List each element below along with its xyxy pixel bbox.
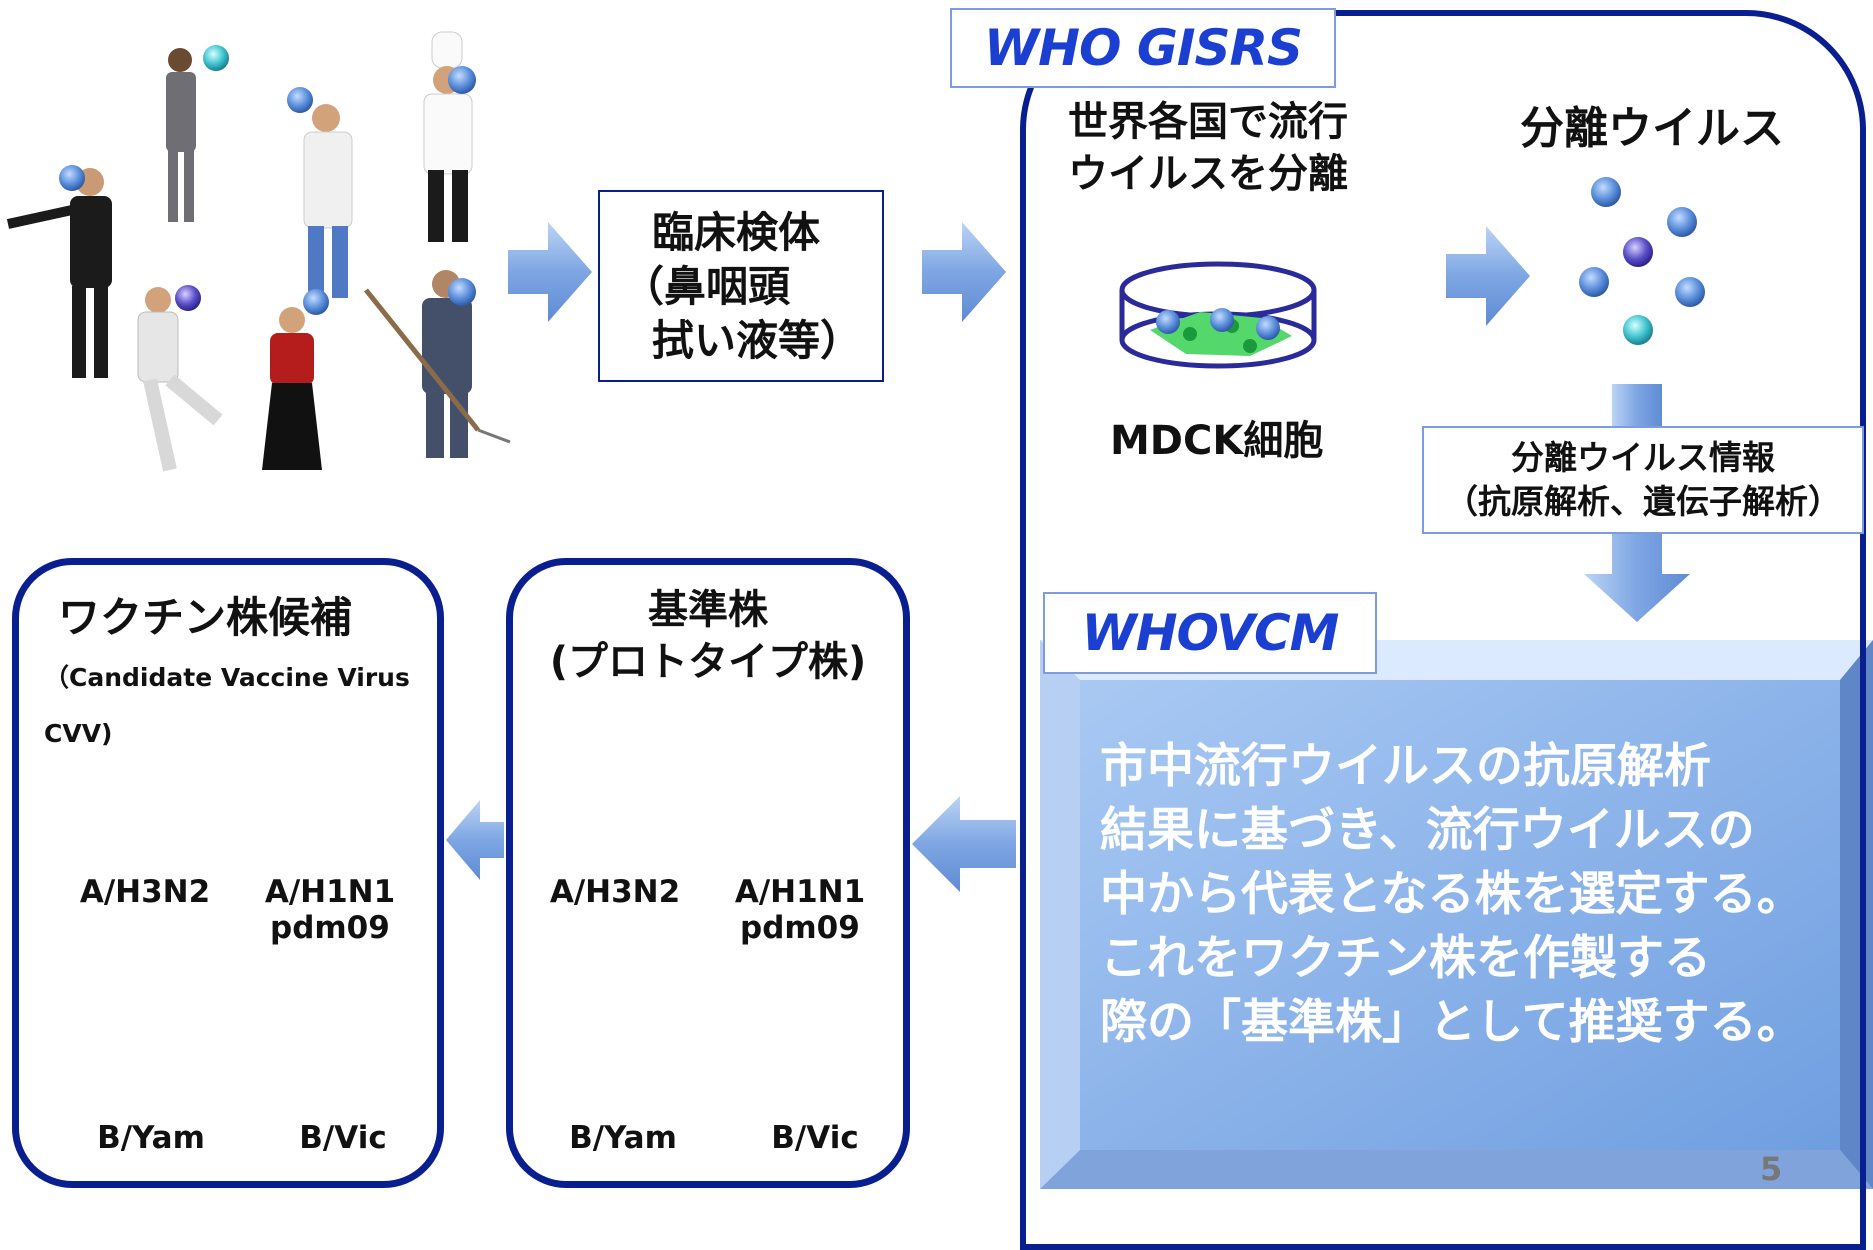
strain-label-line2: pdm09 [740, 910, 860, 946]
isolate-title: 世界各国で流行 ウイルスを分離 [1068, 96, 1348, 200]
virus-icon [1623, 237, 1653, 267]
cvv-strain-label: B/Vic [299, 1120, 387, 1156]
arrow-right-icon [922, 222, 1006, 322]
cvv-strain-label: A/H3N2 [79, 874, 211, 910]
arrow-left-icon [446, 800, 504, 880]
virus-icon [1667, 207, 1697, 237]
arrow-connector [1612, 384, 1662, 428]
virus-icon [448, 278, 476, 306]
virus-icon [1591, 177, 1621, 207]
virus-icon [59, 165, 85, 191]
person-icon [303, 104, 353, 298]
prototype-strain-label: B/Yam [569, 1120, 677, 1156]
isolated-virus-label: 分離ウイルス [1520, 103, 1784, 154]
cvv-strain-label: B/Yam [97, 1120, 205, 1156]
virus-icon [1623, 315, 1653, 345]
people-group [6, 31, 511, 472]
cvv-subtitle: （Candidate Vaccine Virus CVV) [44, 650, 410, 762]
cvv-strain-label: A/H1N1 pdm09 [250, 874, 410, 946]
page-number: 5 [1760, 1150, 1783, 1188]
clinical-line2: （鼻咽頭 [622, 262, 791, 311]
cvv-subtitle-line1: （Candidate Vaccine Virus [44, 663, 410, 692]
vcm-line: 市中流行ウイルスの抗原解析 [1100, 739, 1711, 794]
arrow-right-icon [508, 222, 592, 322]
virus-icon [448, 66, 476, 94]
isolate-title-line2: ウイルスを分離 [1068, 151, 1348, 197]
virus-icon [203, 45, 229, 71]
prototype-title-line2: (プロトタイプ株) [549, 639, 867, 685]
isolate-info-line2: （抗原解析、遺伝子解析） [1445, 482, 1841, 521]
prototype-title-line1: 基準株 [648, 587, 768, 633]
vcm-line: 際の「基準株」として推奨する。 [1100, 995, 1804, 1050]
vcm-title-box: WHOVCM [1043, 592, 1377, 674]
virus-icon [1675, 277, 1705, 307]
clinical-line1: 臨床検体 [652, 208, 821, 257]
clinical-line3: 拭い液等） [652, 316, 863, 365]
strain-label-line2: pdm09 [270, 910, 390, 946]
arrow-down-icon [1584, 534, 1690, 622]
petri-dish-icon [1119, 261, 1317, 369]
gisrs-title-box: WHO GISRS [950, 8, 1336, 88]
person-icon [423, 31, 473, 242]
prototype-strain-box [506, 558, 910, 1188]
person-icon [262, 307, 322, 470]
mdck-label: MDCK細胞 [1110, 418, 1324, 464]
arrow-left-icon [912, 796, 1016, 892]
prototype-strain-label: B/Vic [771, 1120, 859, 1156]
vcm-panel [1040, 640, 1873, 1189]
gisrs-title: WHO GISRS [983, 19, 1303, 77]
clinical-sample-box: 臨床検体 （鼻咽頭 拭い液等） [598, 190, 884, 382]
vcm-line: 結果に基づき、流行ウイルスの [1100, 803, 1755, 858]
cvv-subtitle-line2: CVV) [44, 719, 113, 748]
isolate-info-box: 分離ウイルス情報 （抗原解析、遺伝子解析） [1422, 426, 1864, 534]
virus-icon [303, 289, 329, 315]
person-icon [137, 287, 223, 472]
isolated-viruses-group [1579, 177, 1705, 345]
prototype-title: 基準株 (プロトタイプ株) [506, 584, 910, 688]
vcm-line: 中から代表となる株を選定する。 [1100, 867, 1804, 922]
strain-label-line1: A/H1N1 [734, 874, 866, 910]
vcm-description: 市中流行ウイルスの抗原解析 結果に基づき、流行ウイルスの 中から代表となる株を選… [1100, 735, 1850, 1055]
virus-icon [287, 87, 313, 113]
person-icon [6, 168, 112, 378]
isolate-info-line1: 分離ウイルス情報 [1511, 438, 1775, 477]
arrow-right-icon [1446, 226, 1530, 326]
cvv-box [12, 558, 444, 1188]
person-icon [166, 48, 196, 222]
prototype-strain-label: A/H1N1 pdm09 [720, 874, 880, 946]
isolate-title-line1: 世界各国で流行 [1068, 99, 1348, 145]
cvv-title: ワクチン株候補 [58, 593, 353, 642]
virus-icon [1579, 267, 1609, 297]
person-icon [364, 270, 511, 458]
strain-label-line1: A/H1N1 [264, 874, 396, 910]
virus-icon [175, 285, 201, 311]
vcm-title: WHOVCM [1081, 604, 1340, 662]
vcm-line: これをワクチン株を作製する [1100, 931, 1711, 986]
prototype-strain-label: A/H3N2 [549, 874, 681, 910]
